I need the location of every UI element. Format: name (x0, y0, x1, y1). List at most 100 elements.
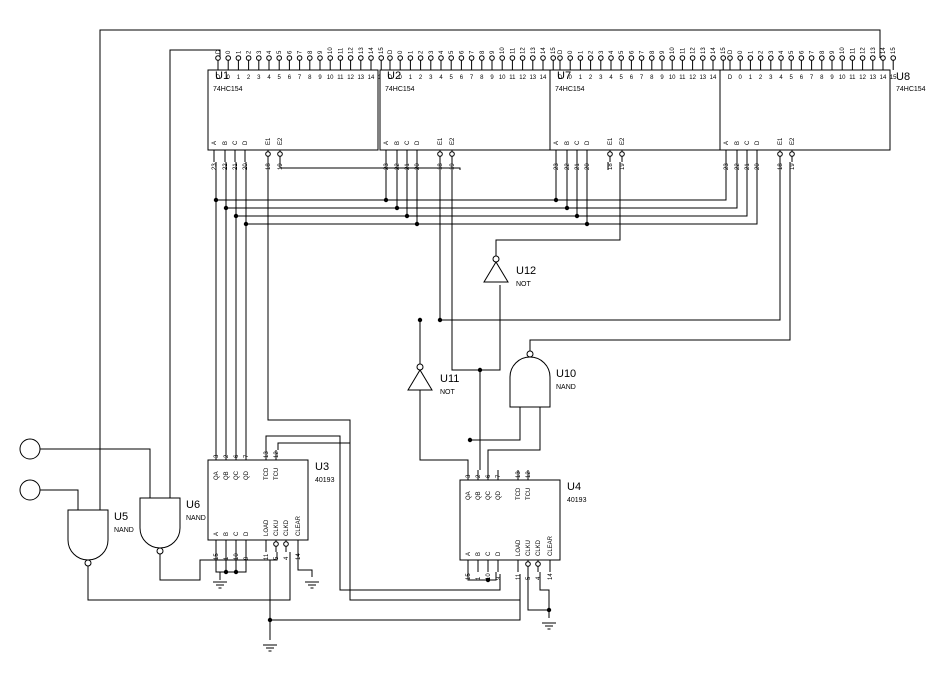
pin-bubble (819, 55, 825, 61)
pin-label: E1 (778, 137, 784, 145)
pin-number: 15 (551, 47, 557, 54)
type-label: NOT (440, 389, 456, 396)
pin-number: 15 (214, 553, 220, 560)
pin-number: 2 (419, 50, 425, 54)
pin-label: B (224, 532, 230, 536)
junction-dot (437, 317, 443, 323)
pin-label: 4 (609, 75, 613, 81)
decoder-u2: DD00112233445566778899101011111212131314… (379, 47, 557, 170)
pin-number: 4 (536, 576, 542, 580)
pin-label: 2 (759, 75, 763, 81)
pin-bubble (449, 151, 455, 157)
u4-clock-bus (470, 370, 481, 441)
junction-dot (553, 197, 559, 203)
pin-number: 19 (278, 163, 284, 170)
pin-bubble (448, 55, 455, 61)
u6-to-u1 (169, 49, 221, 498)
pin-number: 7 (496, 474, 502, 478)
pin-label: C (233, 140, 239, 145)
pin-label: 3 (769, 75, 773, 81)
gate-body (407, 369, 433, 391)
pin-number: 20 (243, 163, 249, 170)
u3-clear (297, 552, 313, 577)
pin-number: 5 (619, 50, 625, 54)
pin-number: 10 (670, 47, 676, 54)
pin-bubble (438, 55, 444, 61)
counter-body (459, 479, 561, 561)
pin-label: 13 (529, 75, 536, 81)
junction-dot (233, 569, 239, 575)
pin-bubble (525, 561, 531, 567)
pin-label: 4 (439, 75, 443, 81)
pin-number: 8 (308, 50, 314, 54)
pin-number: 1 (578, 50, 584, 54)
pin-bubble (720, 55, 727, 61)
pin-label: 5 (278, 75, 282, 81)
pin-number: 14 (541, 47, 547, 54)
pin-label: 12 (347, 75, 354, 81)
address-bus (246, 162, 758, 225)
pin-number: 21 (405, 163, 411, 170)
pin-number: 22 (565, 163, 571, 170)
pin-number: 1 (748, 50, 754, 54)
type-label: NOT (516, 281, 532, 288)
pin-label: 14 (710, 75, 717, 81)
pin-number: 4 (779, 50, 785, 54)
pin-number: 9 (244, 556, 250, 560)
pin-bubble (839, 55, 846, 61)
pin-bubble (628, 55, 635, 61)
pin-number: 11 (338, 47, 344, 54)
ref-label: U2 (387, 70, 401, 82)
pin-label: QD (496, 490, 502, 500)
pin-bubble (407, 55, 414, 61)
junction-dot (213, 197, 219, 203)
pin-label: A (384, 141, 390, 145)
pin-number: 21 (575, 163, 581, 170)
pin-label: A (724, 141, 730, 145)
u3-preset (215, 552, 247, 573)
pin-label: 13 (357, 75, 364, 81)
pin-bubble (317, 55, 323, 61)
pin-label: 2 (247, 75, 251, 81)
pin-bubble (747, 55, 754, 61)
pin-label: 11 (679, 75, 686, 81)
junction-dot (394, 205, 400, 211)
pin-number: 12 (349, 47, 355, 54)
pin-label: 3 (599, 75, 603, 81)
pin-number: D (558, 49, 564, 54)
pin-label: B (565, 141, 571, 145)
pin-label: D (415, 140, 421, 145)
input-switch-2 (19, 479, 41, 501)
pin-bubble (479, 55, 485, 61)
pin-label: D (244, 531, 250, 536)
pin-number: 19 (620, 163, 626, 170)
pin-label: 2 (589, 75, 593, 81)
pin-bubble (737, 55, 744, 61)
pin-number: 13 (264, 451, 270, 458)
pin-label: D (558, 75, 563, 81)
pin-label: 11 (337, 75, 344, 81)
pin-label: 14 (540, 75, 547, 81)
junction-dot (584, 221, 590, 227)
pin-label: CLEAR (548, 535, 554, 556)
pin-number: 5 (526, 576, 532, 580)
junction-dot (233, 213, 239, 219)
pin-bubble (789, 151, 795, 157)
pin-number: 8 (820, 50, 826, 54)
pin-number: 19 (450, 163, 456, 170)
ground-symbol (542, 622, 556, 630)
pin-number: 15 (466, 573, 472, 580)
ref-label: U3 (315, 461, 329, 473)
pin-label: B (395, 141, 401, 145)
pin-number: 8 (480, 50, 486, 54)
pin-number: 14 (369, 47, 375, 54)
pin-number: 9 (490, 50, 496, 54)
pin-bubble (509, 55, 516, 61)
pin-number: 2 (589, 50, 595, 54)
pin-number: 7 (244, 454, 250, 458)
gate-body (509, 356, 551, 408)
pin-number: 2 (224, 454, 230, 458)
ground-symbol (213, 581, 227, 589)
